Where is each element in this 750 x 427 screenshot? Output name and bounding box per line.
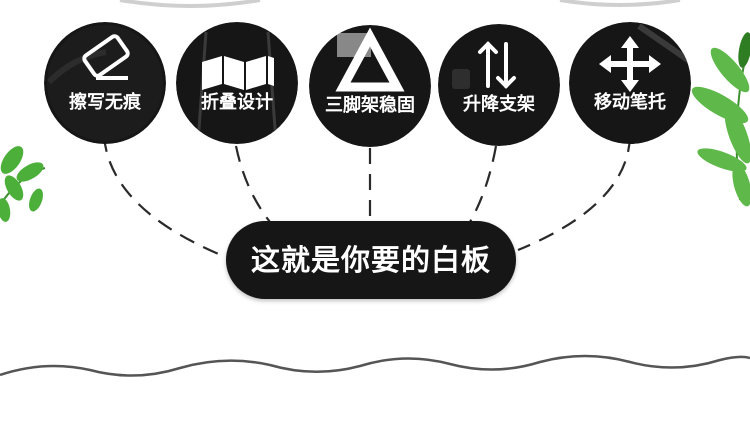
- up-down-arrows-icon: [478, 41, 516, 89]
- eraser-icon: [82, 34, 130, 80]
- folding-board-icon: [202, 56, 274, 90]
- feature-lift: 升降支架: [438, 24, 560, 146]
- feature-label: 擦写无痕: [69, 92, 141, 113]
- connector-2: [234, 145, 271, 223]
- leaf-left-decoration: [0, 146, 46, 222]
- connector-5: [517, 135, 632, 252]
- top-arc-left: [119, 0, 261, 8]
- feature-move: 移动笔托: [569, 22, 691, 144]
- feature-label: 折叠设计: [201, 92, 273, 113]
- connector-4: [469, 145, 498, 223]
- feature-label: 移动笔托: [594, 92, 666, 113]
- feature-label: 升降支架: [463, 94, 535, 115]
- headline-pill: 这就是你要的白板: [226, 221, 516, 299]
- wave-divider: [0, 354, 750, 377]
- tripod-icon: [335, 27, 405, 92]
- move-arrows-icon: [599, 36, 661, 92]
- feature-label: 三脚架稳固: [325, 95, 415, 116]
- top-arc-right: [559, 0, 681, 7]
- leaf-right-decoration: [691, 32, 750, 207]
- feature-tripod: 三脚架稳固: [309, 25, 431, 147]
- feature-erase: 擦写无痕: [44, 22, 166, 144]
- connector-1: [102, 135, 229, 260]
- connector-lines: [102, 135, 632, 260]
- feature-folding: 折叠设计: [176, 22, 298, 144]
